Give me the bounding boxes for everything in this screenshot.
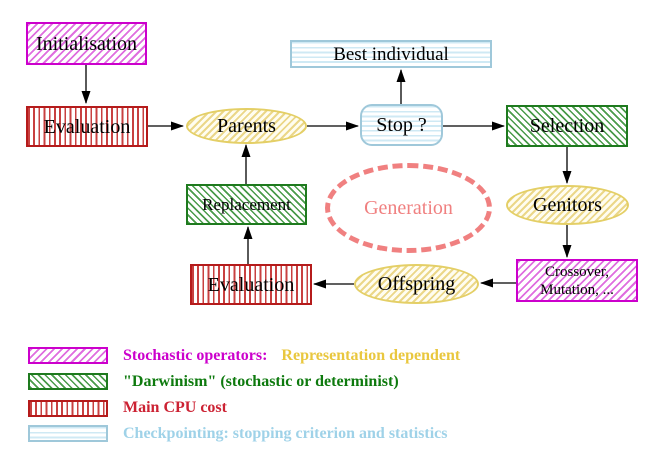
legend-item-darwinism: "Darwinism" (stochastic or determinist)	[123, 371, 399, 392]
node-generation-label: Generation	[364, 197, 453, 219]
legend-label-main-cpu-cost: Main CPU cost	[123, 399, 227, 416]
node-parents-label: Parents	[217, 115, 276, 137]
node-selection: Selection	[506, 105, 628, 147]
node-generation: Generation	[325, 163, 492, 253]
node-evaluation-top: Evaluation	[26, 106, 148, 147]
legend-item-main-cpu-cost: Main CPU cost	[123, 397, 227, 418]
node-evaluation-bottom: Evaluation	[190, 264, 312, 305]
node-selection-label: Selection	[529, 115, 605, 137]
node-stop: Stop ?	[360, 104, 443, 146]
node-crossover-line1: Crossover,	[545, 263, 609, 280]
node-offspring-label: Offspring	[377, 273, 456, 295]
legend-item-stochastic-operators: Stochastic operators: Representation depe…	[123, 345, 460, 366]
node-crossover-line2: Mutation, ...	[540, 281, 614, 298]
legend-swatch-main-cpu-cost	[28, 400, 108, 417]
node-parents: Parents	[186, 108, 307, 144]
legend-label-stochastic-operators: Stochastic operators:	[123, 347, 268, 364]
legend-item-checkpointing: Checkpointing: stopping criterion and st…	[123, 423, 447, 444]
legend-label-darwinism: "Darwinism" (stochastic or determinist)	[123, 373, 399, 390]
legend-label-representation-dependent: Representation dependent	[281, 347, 461, 364]
node-best-individual-label: Best individual	[333, 43, 449, 65]
legend-swatch-checkpointing	[28, 425, 108, 442]
legend-label-checkpointing: Checkpointing: stopping criterion and st…	[123, 425, 448, 442]
node-best-individual: Best individual	[290, 40, 492, 68]
node-initialisation-label: Initialisation	[35, 32, 138, 55]
node-replacement: Replacement	[186, 184, 307, 225]
node-evaluation-top-label: Evaluation	[43, 115, 131, 138]
node-stop-label: Stop ?	[376, 114, 427, 136]
node-initialisation: Initialisation	[26, 22, 147, 65]
legend-swatch-darwinism	[28, 373, 108, 390]
node-crossover-mutation: Crossover, Mutation, ...	[516, 259, 638, 302]
node-genitors-label: Genitors	[533, 194, 602, 216]
node-evaluation-bottom-label: Evaluation	[207, 273, 295, 296]
node-replacement-label: Replacement	[202, 195, 291, 214]
node-genitors: Genitors	[506, 185, 629, 225]
legend-swatch-stochastic-operators	[28, 347, 108, 364]
node-offspring: Offspring	[354, 264, 479, 304]
